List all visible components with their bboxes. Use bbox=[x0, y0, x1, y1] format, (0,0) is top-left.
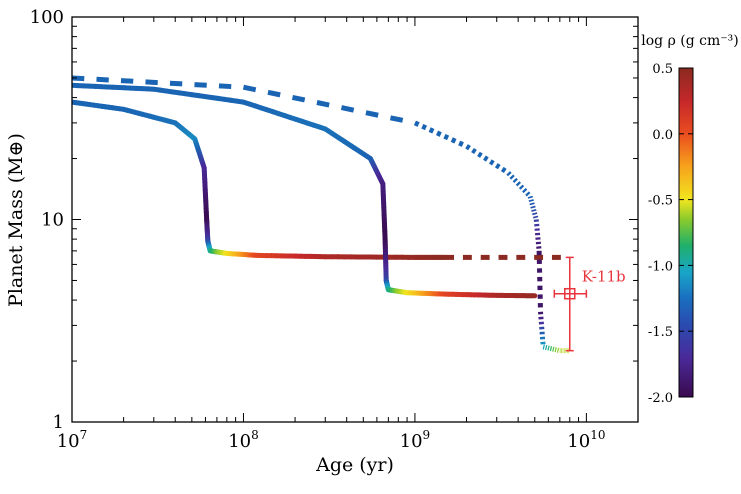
colorbar-tick-label: -1.0 bbox=[648, 259, 673, 274]
curve-segment bbox=[458, 140, 464, 147]
curve-segment bbox=[494, 163, 501, 170]
x-tick-label: 1010 bbox=[567, 428, 605, 452]
curve-segment bbox=[413, 120, 420, 127]
curve-segment bbox=[525, 191, 531, 197]
curve-segment bbox=[316, 100, 330, 108]
colorbar-label: log ρ (g cm⁻³) bbox=[641, 33, 738, 49]
k11b-marker bbox=[564, 287, 576, 300]
curve-segment bbox=[194, 82, 207, 88]
x-axis-ticks: 107 108 109 1010 bbox=[57, 17, 639, 452]
curve-segment bbox=[471, 147, 477, 155]
curve-segment bbox=[145, 79, 158, 86]
y-tick-label: 100 bbox=[30, 7, 64, 28]
curve-segment bbox=[242, 84, 257, 93]
curve-segment bbox=[421, 123, 428, 131]
curve-segment bbox=[291, 94, 306, 103]
curve-segment bbox=[365, 110, 379, 118]
y-axis-label: Planet Mass (M⊕) bbox=[5, 133, 27, 307]
curve-segment bbox=[267, 89, 281, 98]
curve-segment bbox=[489, 159, 495, 166]
colorbar-tick-label: -1.5 bbox=[648, 325, 673, 340]
curve-segment bbox=[515, 181, 522, 187]
y-tick-label: 1 bbox=[53, 412, 64, 433]
colorbar-tick-label: -2.0 bbox=[648, 391, 673, 406]
curve-segment bbox=[218, 83, 232, 90]
curve-segment bbox=[340, 105, 355, 113]
series-3 bbox=[72, 82, 538, 299]
curve-segment bbox=[436, 130, 442, 137]
y-axis-ticks: 1 10 100 bbox=[30, 7, 638, 433]
data-curves bbox=[72, 75, 570, 354]
curve-segment bbox=[500, 166, 507, 174]
curve-segment bbox=[522, 187, 528, 194]
curve-segment bbox=[477, 151, 483, 158]
plot-frame bbox=[71, 16, 639, 423]
x-tick-label: 109 bbox=[400, 428, 431, 452]
colorbar-tick-label: 0.0 bbox=[652, 128, 673, 143]
colorbar-ticks: 0.5 0.0 -0.5 -1.0 -1.5 -2.0 bbox=[648, 62, 693, 406]
curve-segment bbox=[169, 80, 183, 87]
curve-segment bbox=[518, 184, 525, 190]
curve-segment bbox=[506, 171, 512, 177]
k11b-annotation: K-11b bbox=[553, 256, 626, 352]
y-tick-label: 10 bbox=[41, 210, 64, 231]
series-4 bbox=[72, 75, 570, 354]
colorbar bbox=[678, 67, 694, 398]
x-tick-label: 107 bbox=[57, 428, 88, 452]
curve-segment bbox=[483, 155, 489, 162]
curve-segment bbox=[389, 115, 404, 123]
series-1 bbox=[72, 99, 448, 260]
k11b-label: K-11b bbox=[582, 268, 626, 286]
curve-segment bbox=[465, 144, 471, 151]
curve-segment bbox=[120, 78, 134, 84]
x-axis-label: Age (yr) bbox=[315, 454, 394, 476]
curve-segment bbox=[443, 133, 450, 141]
x-tick-label: 108 bbox=[228, 428, 259, 452]
curve-segment bbox=[96, 76, 109, 83]
curve-segment bbox=[428, 127, 435, 134]
curve-segment bbox=[512, 177, 518, 183]
curve-segment bbox=[509, 174, 515, 180]
colorbar-tick-label: -0.5 bbox=[648, 194, 673, 209]
curve-segment bbox=[450, 137, 457, 144]
colorbar-tick-label: 0.5 bbox=[652, 62, 673, 77]
